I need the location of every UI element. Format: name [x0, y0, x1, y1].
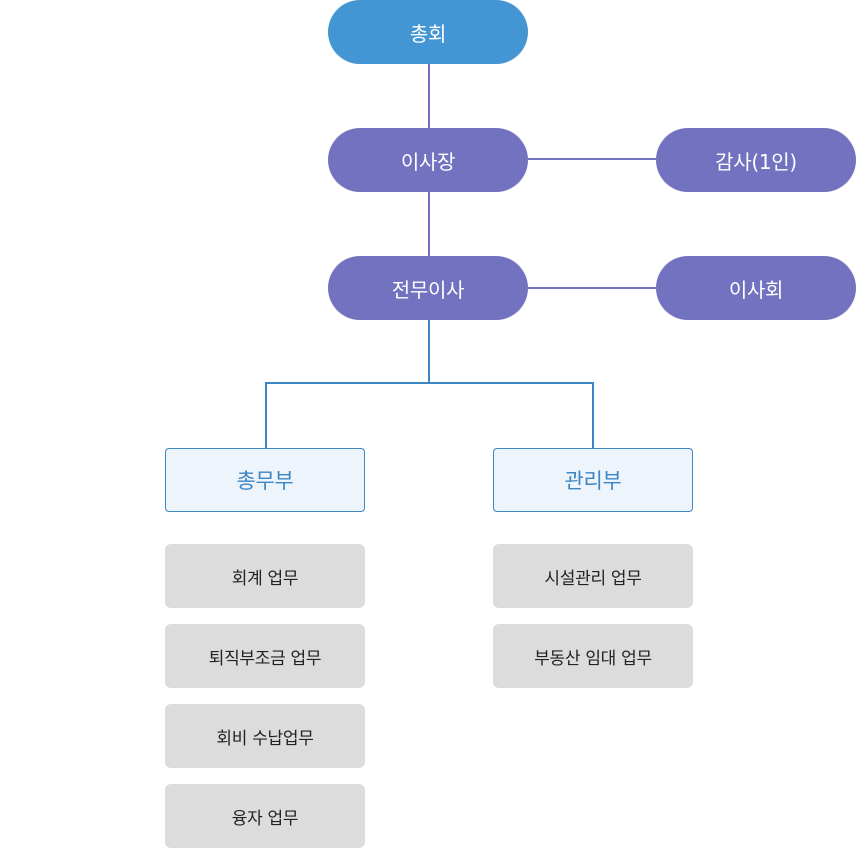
dept-management: 관리부 [493, 448, 693, 512]
node-general-assembly: 총회 [328, 0, 528, 64]
task-retirement-aid: 퇴직부조금 업무 [165, 624, 365, 688]
node-board: 이사회 [656, 256, 856, 320]
task-accounting: 회계 업무 [165, 544, 365, 608]
line-director-departments [265, 382, 594, 448]
task-loans: 융자 업무 [165, 784, 365, 848]
node-auditor: 감사(1인) [656, 128, 856, 192]
dept-general-affairs: 총무부 [165, 448, 365, 512]
task-dues-collection: 회비 수납업무 [165, 704, 365, 768]
task-real-estate-lease: 부동산 임대 업무 [493, 624, 693, 688]
task-facility-management: 시설관리 업무 [493, 544, 693, 608]
node-chairman: 이사장 [328, 128, 528, 192]
node-executive-director: 전무이사 [328, 256, 528, 320]
